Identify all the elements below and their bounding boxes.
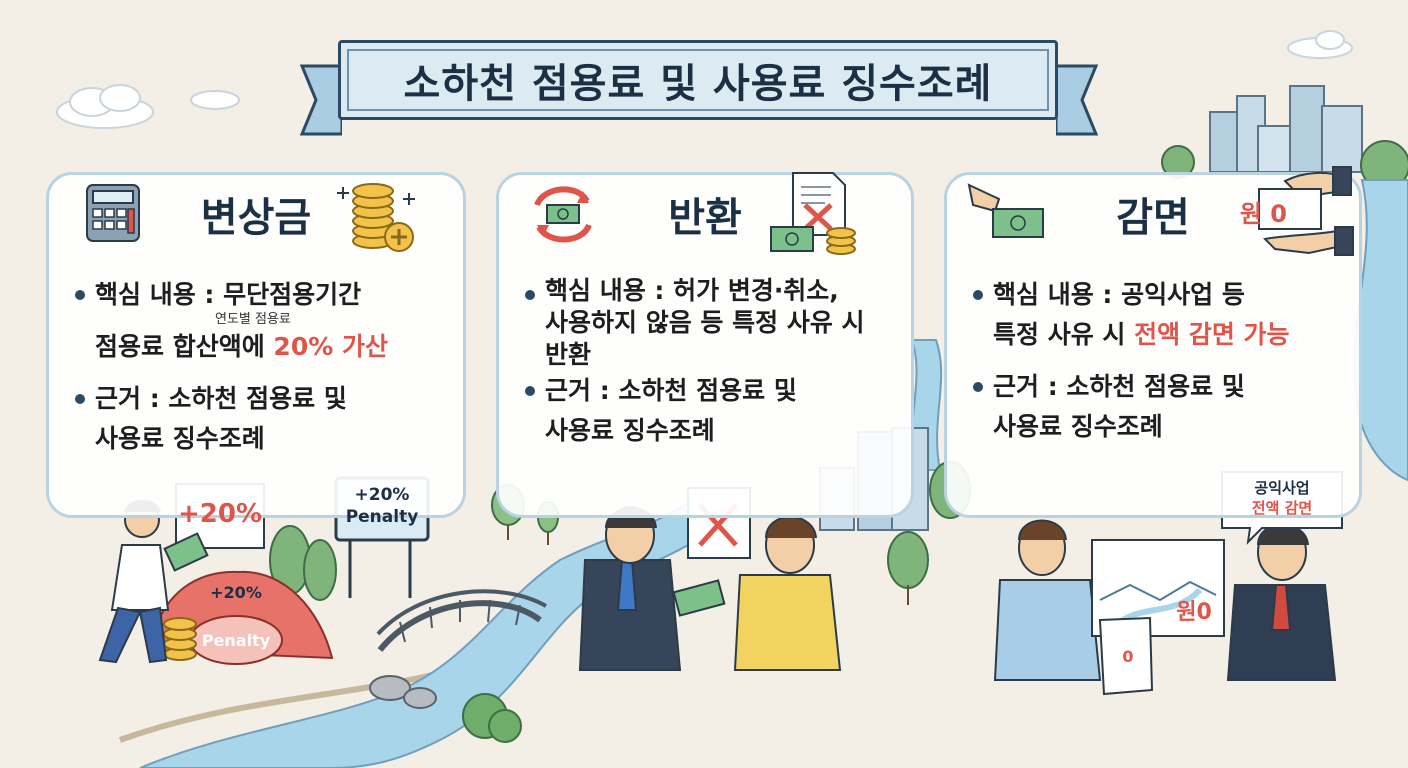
zero-bill-hands-icon: [1258, 166, 1354, 256]
card-refund-bullets: 핵심 내용 : 허가 변경·취소, 사용하지 않음 등 특정 사유 시 반환 근…: [525, 275, 893, 451]
cloud-left: [56, 84, 154, 129]
card-reduction-bullets: 핵심 내용 : 공익사업 등 특정 사유 시 전액 감면 가능 근거 : 소하천…: [973, 275, 1341, 447]
card-reduction: 감면 원 0 핵심 내용 : 공익사업 등 특정 사유 시 전액 감면 가능 근…: [944, 166, 1362, 518]
card-reduction-highlight: 전액 감면 가능: [1134, 320, 1290, 349]
ribbon-tail-right: [1056, 64, 1099, 136]
person-right-right: [1226, 523, 1337, 681]
card-refund-bullet-1-line2: 사용하지 않음 등 특정 사유 시: [545, 308, 865, 337]
card-reduction-bullet-1: 핵심 내용 : 공익사업 등 특정 사유 시 전액 감면 가능: [973, 275, 1341, 355]
card-reduction-bullet-1-rest-line: 특정 사유 시 전액 감면 가능: [993, 315, 1341, 355]
card-reduction-bullet-2-line1: 근거 : 소하천 점용료 및: [993, 372, 1245, 401]
card-penalty-highlight: 20% 가산: [273, 332, 388, 361]
penalty-sign-bottom: Penalty: [345, 507, 419, 527]
receipt-zero: 0: [1122, 647, 1134, 666]
person-mid-left: [578, 506, 682, 671]
card-reduction-title: 감면: [1116, 195, 1190, 241]
card-refund-bullet-2-line2: 사용료 징수조례: [545, 416, 715, 445]
card-refund-bullet-2: 근거 : 소하천 점용료 및 사용료 징수조례: [525, 371, 893, 451]
card-reduction-bullet-2-line2: 사용료 징수조례: [993, 412, 1163, 441]
card-refund-bullet-2-line1: 근거 : 소하천 점용료 및: [545, 376, 797, 405]
ribbon-tail-left: [299, 64, 342, 136]
card-refund-title: 반환: [668, 195, 742, 241]
card-reduction-bullet-2: 근거 : 소하천 점용료 및 사용료 징수조례: [973, 367, 1341, 447]
pile-plus-label: +20%: [210, 583, 262, 602]
pile-penalty-label: Penalty: [201, 631, 271, 650]
person-mid-right: [733, 516, 842, 671]
city-right: [1209, 85, 1363, 173]
card-penalty-bullet-2-line1: 근거 : 소하천 점용료 및: [95, 384, 347, 413]
calculator-icon: [86, 184, 140, 242]
card-reduction-bullet-1-rest: 특정 사유 시: [993, 320, 1135, 349]
bridge: [376, 589, 547, 652]
bush-bottom: [462, 693, 522, 743]
card-refund-bullet-1-line1: 핵심 내용 : 허가 변경·취소,: [545, 276, 839, 305]
card-penalty-bullet-2-line2: 사용료 징수조례: [95, 424, 265, 453]
person-right-left: [993, 519, 1102, 681]
refund-cycle-icon: [534, 186, 592, 243]
card-penalty-bullet-2: 근거 : 소하천 점용료 및 사용료 징수조례: [75, 379, 445, 459]
title-banner-border: [347, 49, 1049, 111]
card-penalty-note: 연도별 점용료: [215, 312, 291, 327]
hand-money-icon: [967, 183, 1044, 238]
card-penalty: 변상금 핵심 내용 : 무단점용기간 연도별 점용료 점용료 합산액에 20% …: [46, 172, 466, 518]
cloud-right: [1287, 30, 1353, 59]
card-penalty-bullet-1-lead: 핵심 내용 : 무단점용기간: [95, 280, 362, 309]
board-won-zero: 원0: [1176, 600, 1212, 625]
card-reduction-header: 감면 원 0: [947, 166, 1359, 256]
penalty-sign-top: +20%: [354, 485, 410, 505]
won-zero-label: 원 0: [1239, 200, 1287, 228]
receipt: [1098, 616, 1154, 696]
cancelled-document-icon: [770, 172, 856, 255]
card-penalty-bullet-1-rest: 점용료 합산액에: [95, 332, 274, 361]
card-penalty-bullet-1: 핵심 내용 : 무단점용기간 연도별 점용료 점용료 합산액에 20% 가산: [75, 275, 445, 367]
card-refund-bullet-1: 핵심 내용 : 허가 변경·취소, 사용하지 않음 등 특정 사유 시 반환: [525, 275, 893, 371]
card-penalty-title: 변상금: [200, 195, 312, 241]
card-refund-bullet-1-line3: 반환: [545, 340, 592, 369]
card-penalty-bullet-1-rest-line: 점용료 합산액에 20% 가산: [95, 327, 445, 367]
card-penalty-bullets: 핵심 내용 : 무단점용기간 연도별 점용료 점용료 합산액에 20% 가산 근…: [75, 275, 445, 459]
coin-stack-left: [163, 617, 197, 661]
trees-left: [269, 525, 337, 601]
plus20-card-label: +20%: [177, 499, 263, 529]
card-refund: 반환 핵심 내용 : 허가 변경·취소, 사용하지 않음 등 특정 사유 시 반…: [496, 172, 914, 518]
cloud-mid: [190, 90, 240, 110]
card-refund-header: 반환: [499, 172, 911, 255]
bubble-line-2: 전액 감면: [1251, 499, 1313, 517]
bush-right: [1161, 140, 1408, 190]
page-title: 소하천 점용료 및 사용료 징수조례: [403, 61, 993, 107]
bubble-line-1: 공익사업: [1254, 479, 1310, 497]
title-banner: 소하천 점용료 및 사용료 징수조례: [338, 40, 1058, 120]
card-reduction-bullet-1-lead: 핵심 내용 : 공익사업 등: [993, 280, 1245, 309]
rocks: [369, 675, 437, 709]
coins-plus-icon: [337, 183, 415, 252]
card-penalty-header: 변상금: [49, 175, 463, 253]
river-right: [1353, 179, 1408, 482]
money-handoff: [672, 579, 726, 617]
